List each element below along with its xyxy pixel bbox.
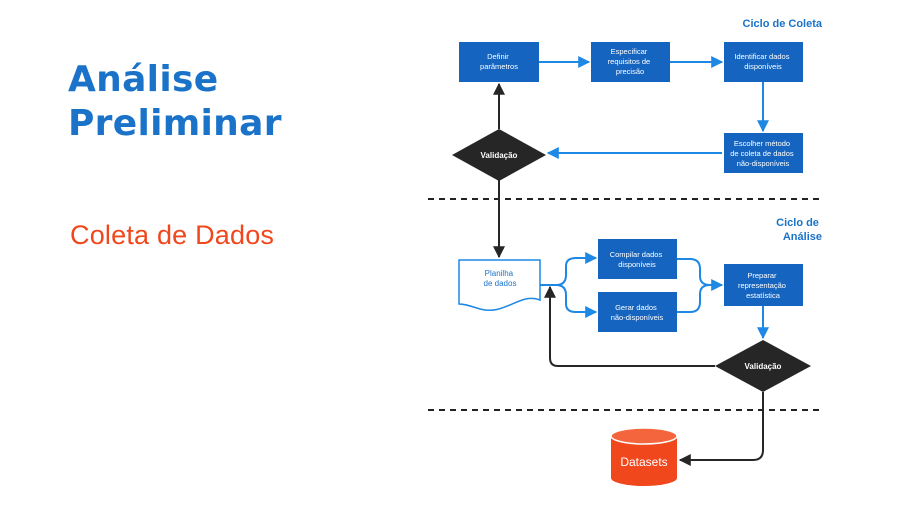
prepare-representation-box: Preparar representação estatística — [724, 264, 803, 306]
arrow-compile-to-prepare — [677, 258, 724, 291]
svg-text:Escolher método de col: Escolher método de coleta de dados não-d… — [730, 139, 795, 168]
compile-data-box: Compilar dados disponíveis — [598, 239, 677, 279]
svg-text:Planilha de dados: Planilha de dados — [484, 269, 517, 288]
doc-label-line: Planilha — [485, 269, 514, 278]
box-label-line: Gerar dados — [615, 303, 657, 312]
svg-text:Compilar dados disponí: Compilar dados disponíveis — [610, 250, 665, 269]
validation-label: Validação — [745, 362, 782, 371]
svg-text:Definir parâmetros: Definir parâmetros — [480, 52, 518, 71]
box-label-line: Especificar — [611, 47, 648, 56]
arrow-spreadsheet-to-generate — [555, 284, 598, 318]
identify-data-box: Identificar dados disponíveis — [724, 42, 803, 82]
box-label-line: Identificar dados — [734, 52, 789, 61]
specify-requirements-box: Especificar requisitos de precisão — [591, 42, 670, 82]
box-label-line: Definir — [487, 52, 509, 61]
box-label-line: de coleta de dados — [730, 149, 794, 158]
box-label-line: requisitos de — [608, 57, 651, 66]
spreadsheet-document: Planilha de dados — [458, 259, 541, 312]
box-label-line: Escolher método — [734, 139, 790, 148]
box-label-line: precisão — [616, 67, 644, 76]
arrow-generate-to-prepare — [677, 284, 711, 313]
box-label-line: Compilar dados — [610, 250, 663, 259]
analysis-cycle-label: Ciclo de Análise — [776, 217, 822, 243]
datasets-label: Datasets — [620, 455, 667, 469]
arrow-validation-loop-back — [544, 285, 715, 367]
slide-subtitle: Coleta de Dados — [70, 220, 275, 250]
arrow-validation-to-datasets — [678, 392, 764, 466]
choose-method-box: Escolher método de coleta de dados não-d… — [724, 133, 803, 173]
validation-diamond-analysis: Validação — [715, 340, 811, 392]
arrow-spreadsheet-to-compile — [540, 252, 598, 286]
box-label-line: representação — [738, 281, 786, 290]
validation-label: Validação — [481, 151, 518, 160]
box-label-line: não-disponíveis — [611, 313, 664, 322]
slide-title: Análise Preliminar — [68, 59, 282, 144]
box-label-line: Preparar — [747, 271, 777, 280]
analysis-cycle-label-line: Ciclo de — [776, 217, 819, 229]
svg-text:Identificar dados disp: Identificar dados disponíveis — [734, 52, 791, 71]
box-label-line: estatística — [746, 291, 781, 300]
box-label-line: disponíveis — [618, 260, 656, 269]
define-parameters-box: Definir parâmetros — [459, 42, 539, 82]
box-label-line: não-disponíveis — [737, 159, 790, 168]
doc-label-line: de dados — [484, 279, 517, 288]
generate-data-box: Gerar dados não-disponíveis — [598, 292, 677, 332]
datasets-cylinder: Datasets — [610, 427, 678, 486]
validation-diamond-collection: Validação — [452, 129, 546, 181]
analysis-cycle-label-line: Análise — [783, 231, 822, 243]
collection-cycle-label: Ciclo de Coleta — [743, 18, 823, 30]
svg-text:Gerar dados não-dispon: Gerar dados não-disponíveis — [611, 303, 664, 322]
svg-text:Especificar requisitos: Especificar requisitos de precisão — [608, 47, 653, 76]
box-label-line: parâmetros — [480, 62, 518, 71]
box-label-line: disponíveis — [744, 62, 782, 71]
svg-text:Preparar representação: Preparar representação estatística — [738, 271, 788, 300]
